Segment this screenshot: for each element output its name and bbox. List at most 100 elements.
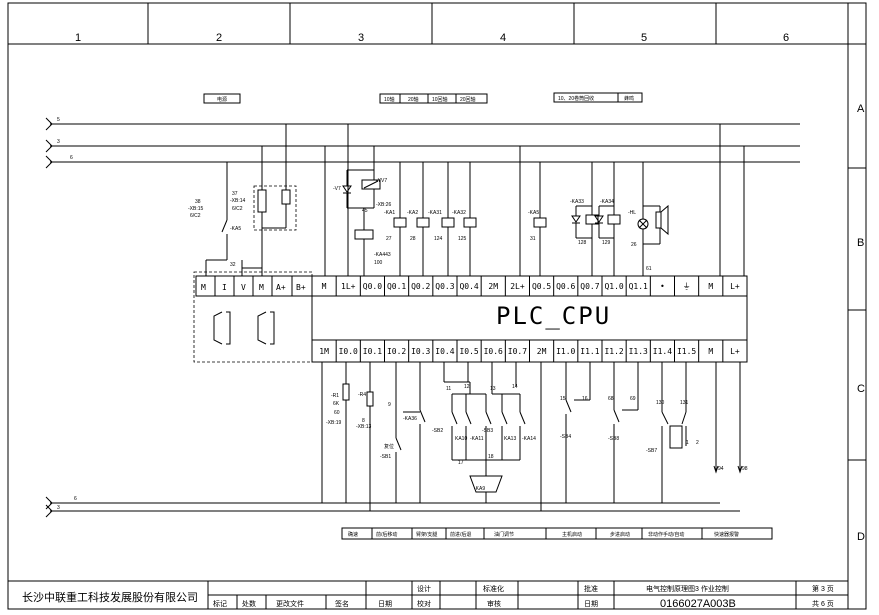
wire-130: 130 [656,400,665,406]
header-signature: 签名 [335,599,349,608]
title-block [8,580,848,609]
top-label-buzzer: 蜂鸣 [624,95,634,102]
row-label-a: A [857,103,865,115]
label-c2b: 6/C2 [232,206,243,212]
header-change-doc: 更改文件 [276,599,304,608]
label-xb13: -XB:13 [356,424,372,430]
label-sb3: -SB3 [482,428,493,434]
wire-14: 14 [512,384,518,390]
module-terminal-i: I [222,283,227,292]
wire-12: 12 [464,384,470,390]
label-ka1: -KA1 [384,210,395,216]
out-terminal-5: Q0.3 [435,282,454,291]
out-terminal-6: Q0.4 [459,282,478,291]
output-terminal-dividers [335,276,724,296]
column-label-4: 4 [500,32,506,44]
label-sb8: -SB8 [608,436,619,442]
row-label-b: B [857,237,864,249]
out-terminal-13: Q1.1 [629,282,648,291]
in-terminal-8: I0.7 [508,347,527,356]
label-ka11: -KA11 [470,436,484,442]
wire-18: 18 [488,454,494,460]
in-terminal-9: 2M [537,347,547,356]
wire-label-bottom-3: 3 [57,505,60,511]
header-count: 处数 [242,599,256,608]
bottom-label-2: 臂架/支腿 [416,531,437,538]
wire-125: 125 [458,236,467,242]
wire-label-5: 5 [57,117,60,123]
out-terminal-7: 2M [488,282,498,291]
column-label-3: 3 [358,32,364,44]
label-ka5-out: -KA5 [528,210,539,216]
connector-icons [213,311,275,345]
coil-ka5 [533,208,547,276]
bottom-label-8: 快速器报警 [714,531,739,538]
label-r1-value: 6K [333,401,340,407]
bottom-label-1: 前/后移动 [376,531,397,538]
top-label-axis-1: 10轴 [384,96,395,103]
row-label-c: C [857,383,865,395]
wire-17: 17 [458,460,464,466]
label-sb4: -SB4 [560,434,571,440]
in-terminal-6: I0.5 [459,347,478,356]
label-sb7: -SB7 [646,448,657,454]
label-hl: -HL [628,210,636,216]
in-terminal-4: I0.3 [411,347,430,356]
wire-26: 26 [631,242,637,248]
module-terminal-v: V [241,283,246,292]
top-label-power: 电源 [217,96,227,103]
sheet-number: 第 3 页 [812,584,834,593]
label-xb19: -XB:19 [326,420,342,426]
in-terminal-16: M [708,347,713,356]
drawing-title: 电气控制原理图3 作业控制 [646,584,729,593]
out-terminal-14: • [660,282,665,291]
column-label-5: 5 [641,32,647,44]
wire-2: 2 [696,440,699,446]
out-terminal-2: Q0.0 [363,282,382,291]
label-r1: -R1 [331,393,339,399]
label-sb2: -SB2 [432,428,443,434]
label-ka13: KA13 [504,436,516,442]
out-terminal-17: L+ [730,282,740,291]
module-terminal-m1: M [201,283,206,292]
coil-ka1 [393,208,407,276]
input-wiring [321,362,743,511]
row-label-d: D [857,531,865,543]
column-label-6: 6 [783,32,789,44]
top-label-axis-2: 20轴 [408,96,419,103]
wire-1: 1 [686,440,689,446]
coil-ka32 [463,208,477,276]
out-terminal-11: Q0.7 [580,282,599,291]
in-terminal-5: I0.4 [435,347,454,356]
label-ka14: -KA14 [522,436,536,442]
label-sb1-note: 复位 [384,443,394,450]
wire-100: 100 [374,260,383,266]
out-terminal-16: M [708,282,713,291]
review-label: 审核 [487,599,501,608]
in-terminal-1: I0.0 [339,347,358,356]
label-ka9: -KA9 [474,486,485,492]
module-terminal-m2: M [259,283,264,292]
in-terminal-3: I0.2 [387,347,406,356]
wire-69: 69 [630,396,636,402]
total-sheets: 共 6 页 [812,599,834,608]
label-sb1: -SB1 [380,454,391,460]
contact-ka5-input [205,219,262,276]
label-ka32: -KA32 [452,210,466,216]
out-terminal-4: Q0.2 [411,282,430,291]
input-terminal-dividers [335,340,724,362]
wire-label-6: 6 [70,155,73,161]
wire-28: 28 [410,236,416,242]
bottom-label-5: 主机启动 [562,531,582,538]
wire-60: 60 [334,410,340,416]
design-label: 设计 [417,584,431,593]
bottom-label-3: 前进/后退 [450,531,471,538]
valve-yv7 [342,169,381,276]
wire-9: 9 [388,402,391,408]
label-c2a: 6/C2 [190,213,201,219]
label-ka5-in: -KA5 [230,226,241,232]
coil-ka31 [441,208,455,276]
in-terminal-2: I0.1 [363,347,382,356]
bottom-label-box [341,527,773,540]
module-terminal-a: A+ [276,283,286,292]
